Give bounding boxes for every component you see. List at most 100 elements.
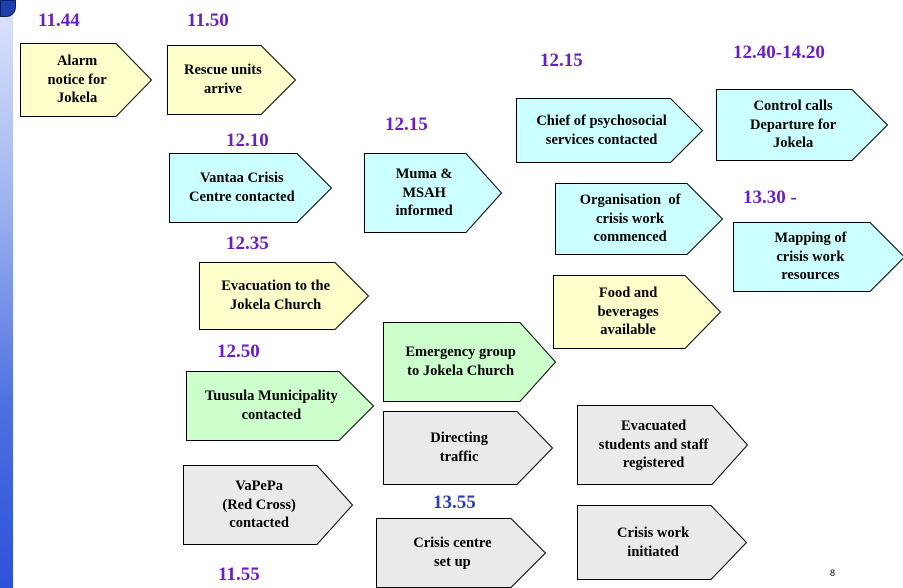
step-label-line: traffic [439,449,479,465]
step-label-line: Jokela [772,135,814,152]
step-label-line: Emergency group [405,344,516,361]
step-label-line: Centre contacted [189,189,295,205]
step-label-line: MSAH [402,184,446,201]
step-label-line: Chief of psychosocial [536,112,667,129]
step-label-line: initiated [627,543,679,560]
step-label-line: Jokela [56,90,98,107]
step-label-line: Departure for [749,116,837,133]
left-decorative-sidebar [0,0,13,588]
arrow-shape-directing [383,411,554,485]
step-label-line: set up [434,554,471,570]
step-label: Directing traffic [385,411,533,485]
step-mapping-resources: Mapping of crisis work resources [733,222,903,292]
arrow-shape-muma [364,153,503,233]
step-vapepa-red-cross: VaPePa (Red Cross) contacted [183,465,354,545]
step-label-line: Crisis centre [413,535,492,552]
arrow-shape-vapepa [183,465,354,545]
time-label-1215-chief: 12.15 [540,50,583,71]
step-tuusula-municipality: Tuusula Municipality contacted [186,371,375,441]
arrow-shape-chief [516,98,704,163]
step-label-line: services contacted [545,131,658,148]
step-crisis-centre-set-up: Crisis centre set up [376,518,547,588]
step-label-line: resources [781,267,840,284]
arrow-shape-organisation [555,183,724,255]
arrow-shape-control [716,89,889,161]
step-label: VaPePa (Red Cross) contacted [185,465,333,545]
step-label-line: Muma & [395,165,453,182]
arrow-shape-emergency [383,322,557,402]
step-evacuated-registered: Evacuated students and staff registered [577,405,749,485]
step-label: Tuusula Municipality contacted [188,371,355,441]
step-label-line: registered [622,455,685,472]
step-label-line: Mapping of [774,229,847,246]
arrow-shape-alarm [20,43,153,117]
step-label-line: contacted [241,407,302,423]
step-label-line: beverages [597,303,659,320]
step-label-line: Tuusula Municipality [204,388,338,405]
step-label-line: notice for [47,71,107,88]
step-label: Mapping of crisis work resources [735,222,886,292]
step-directing-traffic: Directing traffic [383,411,554,485]
step-emergency-group: Emergency group to Jokela Church [383,322,557,402]
step-label-line: Evacuation to the [221,278,331,295]
step-label-line: Control calls [753,97,833,114]
time-label-1330: 13.30 - [743,187,797,208]
arrow-shape-crisis_work [577,505,748,580]
step-label-line: students and staff [598,436,709,453]
arrow-shape-rescue [167,45,297,115]
step-label: Emergency group to Jokela Church [385,322,536,402]
step-label-line: to Jokela Church [407,363,515,379]
arrow-shape-vantaa [169,153,333,223]
step-label: Rescue units arrive [169,45,277,115]
step-label-line: Jokela Church [230,297,322,313]
step-label-line: Vantaa Crisis [200,170,284,187]
step-label: Chief of psychosocial services contacted [518,98,685,163]
step-label-line: crisis work [776,248,845,265]
step-food-and-beverages: Food and beverages available [553,275,722,349]
arrow-shape-tuusula [186,371,375,441]
arrow-shape-evacuation [199,262,370,330]
arrow-shape-mapping [733,222,903,292]
organization-seal-icon [0,0,16,17]
time-label-1210: 12.10 [226,130,269,151]
step-label-line: commenced [593,229,667,246]
time-label-1155: 11.55 [218,564,260,585]
arrow-shape-evacuated [577,405,749,485]
time-label-1240-1420: 12.40-14.20 [733,42,825,63]
step-rescue-units-arrive: Rescue units arrive [167,45,297,115]
step-label: Crisis work initiated [579,505,727,580]
step-label-line: available [600,322,656,339]
step-label-line: Directing [430,430,488,447]
step-label: Crisis centre set up [378,518,527,588]
time-label-1250: 12.50 [217,341,260,362]
step-crisis-work-initiated: Crisis work initiated [577,505,748,580]
step-label-line: arrive [203,81,242,97]
step-label-line: Alarm [56,52,98,69]
step-label-line: Crisis work [617,524,690,541]
step-label-line: Evacuated [620,417,687,434]
step-label-line: Rescue units [184,62,262,79]
step-label-line: VaPePa [235,477,283,494]
step-label-line: Organisation of [579,191,681,208]
page-number: 8 [830,568,836,578]
step-label: Evacuated students and staff registered [579,405,728,485]
step-label-line: contacted [229,515,289,532]
time-label-1150: 11.50 [187,10,229,31]
time-label-1235: 12.35 [226,233,269,254]
time-label-1144: 11.44 [38,10,80,31]
step-label-line: Food and [598,284,658,301]
step-label-line: (Red Cross) [222,496,296,513]
time-label-1215-muma: 12.15 [385,114,428,135]
